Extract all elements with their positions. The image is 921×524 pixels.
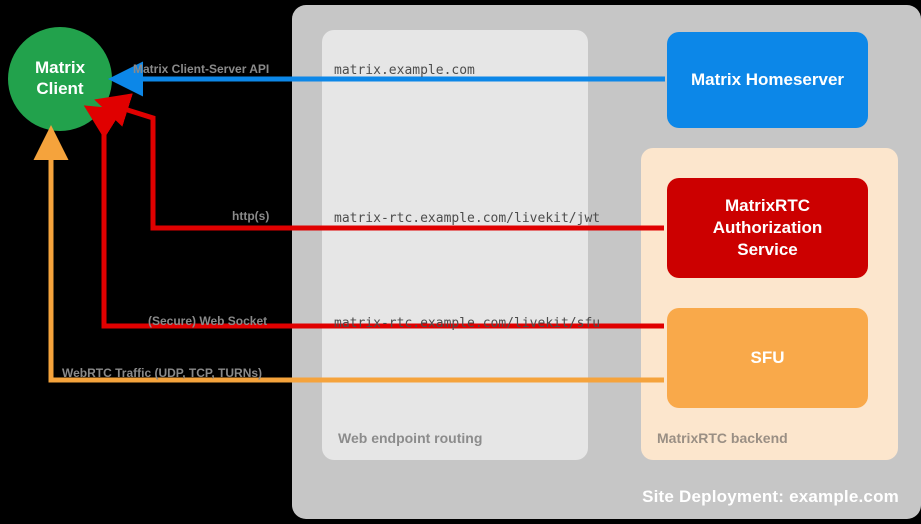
- edge-label-http: http(s): [232, 209, 270, 223]
- edge-url-matrix-example-com: matrix.example.com: [334, 63, 475, 78]
- auth-label-line1: MatrixRTC: [724, 195, 810, 215]
- matrix-homeserver-label: Matrix Homeserver: [690, 69, 845, 89]
- sfu-label: SFU: [750, 347, 785, 367]
- node-matrixrtc-authorization-service[interactable]: MatrixRTC Authorization Service: [667, 178, 868, 278]
- matrix-client-label-line1: Matrix: [34, 58, 86, 78]
- auth-label-line3: Service: [737, 240, 798, 260]
- web-endpoint-routing-panel: Web endpoint routing: [322, 30, 588, 460]
- node-matrix-client[interactable]: Matrix Client: [8, 27, 112, 131]
- auth-label-line2: Authorization: [712, 217, 823, 237]
- site-deployment-label: Site Deployment: example.com: [642, 487, 899, 506]
- edge-url-livekit-sfu: matrix-rtc.example.com/livekit/sfu: [334, 316, 601, 331]
- edge-label-webrtc-traffic: WebRTC Traffic (UDP, TCP, TURNs): [62, 366, 263, 380]
- matrix-client-label-line2: Client: [36, 79, 84, 98]
- web-endpoint-routing-label: Web endpoint routing: [338, 430, 483, 446]
- node-sfu[interactable]: SFU: [667, 308, 868, 408]
- edge-label-secure-web-socket: (Secure) Web Socket: [148, 314, 268, 328]
- edge-label-matrix-client-server-api: Matrix Client-Server API: [133, 62, 270, 76]
- matrixrtc-backend-label: MatrixRTC backend: [657, 430, 788, 446]
- edge-url-livekit-jwt: matrix-rtc.example.com/livekit/jwt: [334, 211, 601, 226]
- node-matrix-homeserver[interactable]: Matrix Homeserver: [667, 32, 868, 128]
